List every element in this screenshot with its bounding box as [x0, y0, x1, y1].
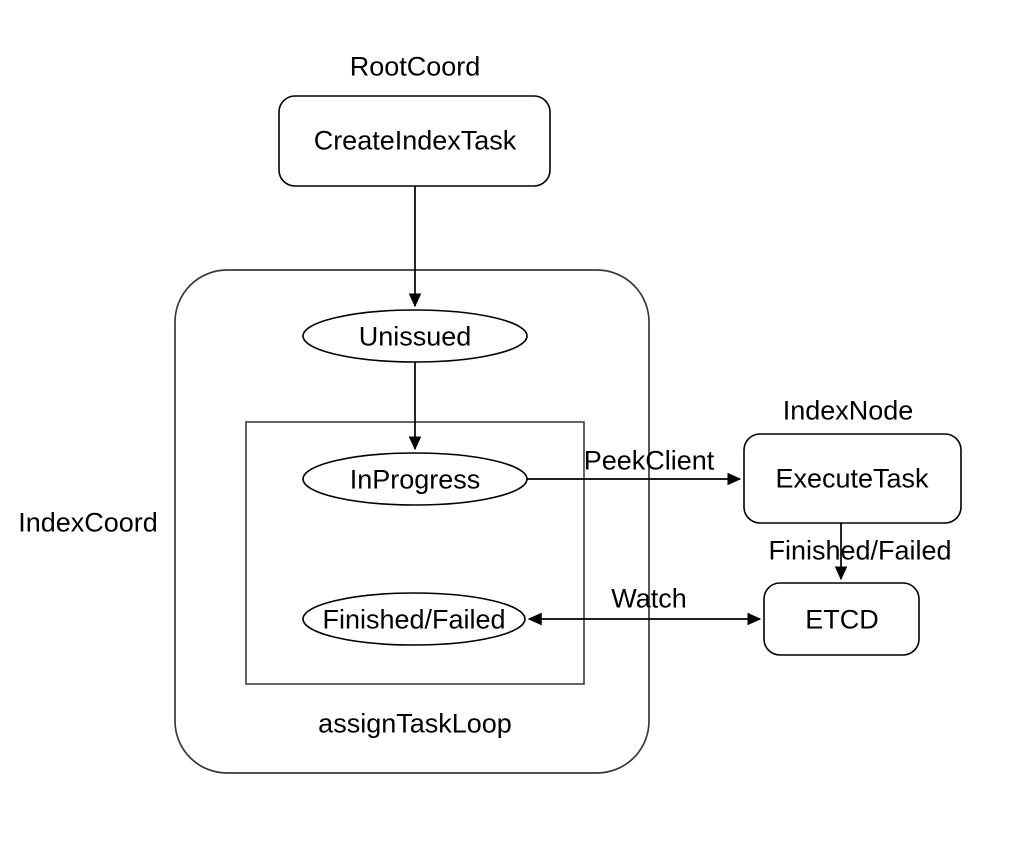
- node-label-create-index-task: CreateIndexTask: [313, 125, 517, 156]
- node-label-etcd: ETCD: [805, 604, 879, 635]
- node-finished-failed[interactable]: [302, 592, 526, 646]
- group-label-assign-task-loop: assignTaskLoop: [318, 708, 512, 739]
- node-label-finished-failed: Finished/Failed: [322, 604, 506, 635]
- node-execute-task[interactable]: [743, 433, 962, 524]
- group-label-index-coord: IndexCoord: [18, 507, 158, 538]
- node-etcd[interactable]: [763, 582, 920, 656]
- edge-label-peek-client: PeekClient: [583, 445, 715, 476]
- group-index-coord: [174, 269, 650, 774]
- group-label-root-coord: RootCoord: [349, 51, 481, 82]
- node-label-unissued: Unissued: [358, 321, 472, 352]
- group-label-index-node: IndexNode: [782, 395, 914, 426]
- node-label-in-progress: InProgress: [349, 464, 481, 495]
- node-label-execute-task: ExecuteTask: [775, 463, 929, 494]
- edge-label-watch: Watch: [611, 583, 687, 614]
- edge-label-finished-failed: Finished/Failed: [768, 535, 952, 566]
